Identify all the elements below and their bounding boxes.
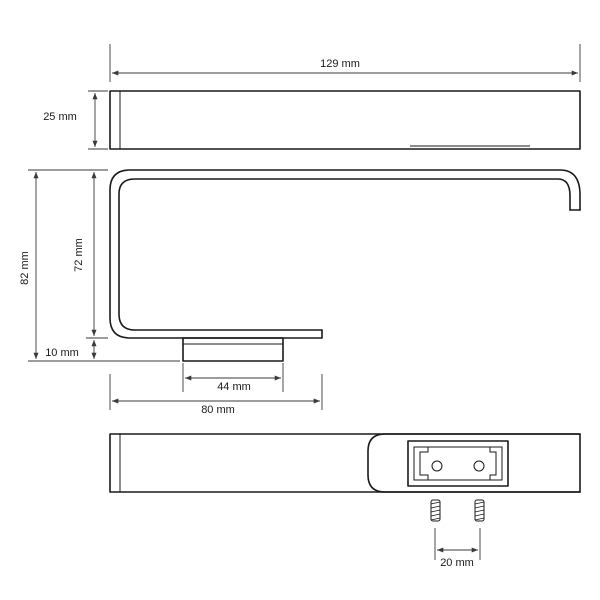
label-base-height: 10 mm [45,347,79,359]
dimension-top-height: 25 mm [43,90,108,150]
label-base-width: 44 mm [217,381,251,393]
dimension-base-width: 44 mm [182,363,284,393]
label-top-height: 25 mm [43,111,77,123]
side-view [109,169,581,362]
dimension-screw-spacing: 20 mm [434,528,481,569]
bottom-view-cover-outline [367,433,581,493]
holder-arm-inner [118,178,571,331]
holder-base [182,337,284,362]
screw-right [474,499,485,522]
top-view-body [109,90,581,150]
dimension-arm-height: 72 mm [73,172,108,339]
holder-arm-outer [109,169,581,339]
dimension-depth: 80 mm [109,374,323,416]
bottom-view [109,433,581,493]
label-total-height: 82 mm [19,251,31,285]
label-depth: 80 mm [201,404,235,416]
dimension-total-height: 82 mm [19,169,180,362]
dimension-base-height: 10 mm [45,340,97,359]
mounting-hole-right [473,460,485,472]
bottom-view-body [109,433,581,493]
label-overall-width: 129 mm [320,58,360,70]
mounting-plate [419,446,497,481]
label-arm-height: 72 mm [73,238,85,272]
mounting-bracket [407,440,509,487]
dimension-overall-width: 129 mm [109,44,581,82]
mounting-hole-left [431,460,443,472]
label-screw-spacing: 20 mm [440,557,474,569]
screw-left [430,499,441,522]
top-view [109,90,581,150]
